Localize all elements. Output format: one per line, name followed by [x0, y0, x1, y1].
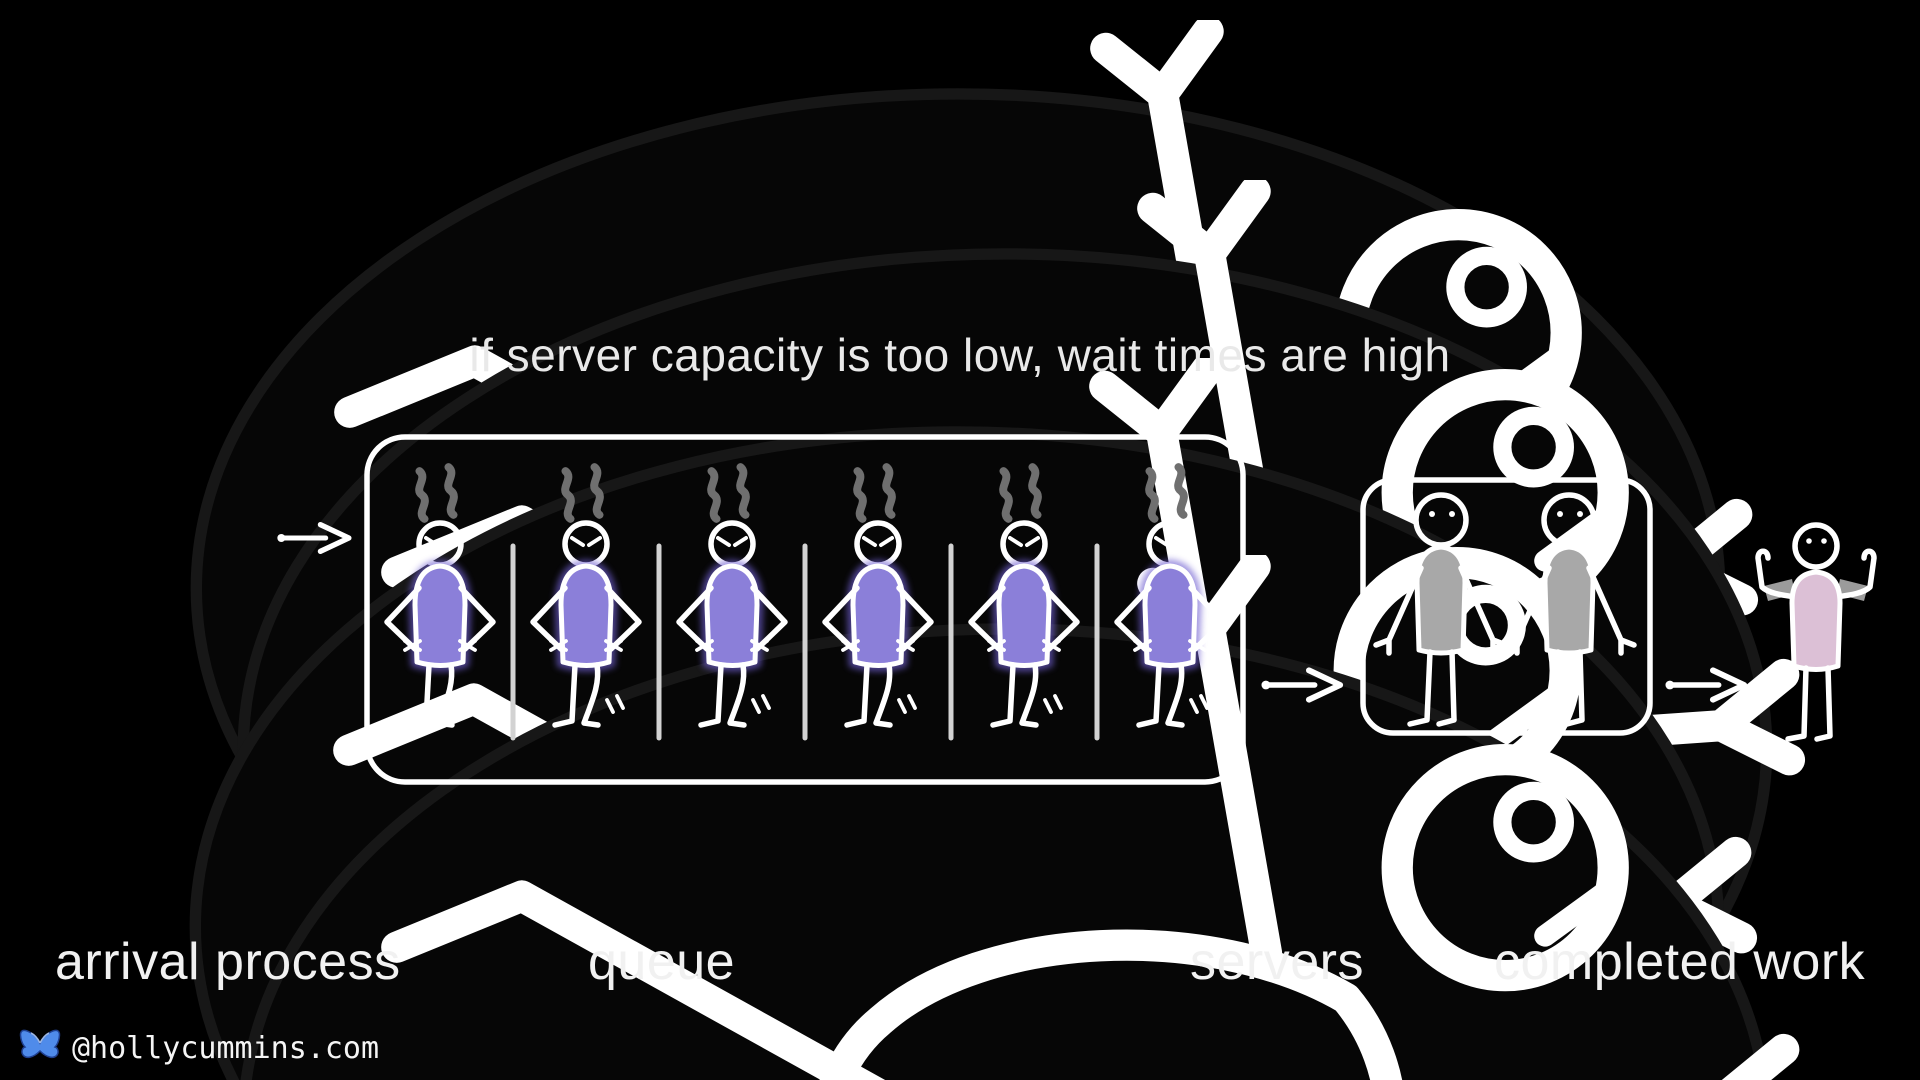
author-handle: @hollycummins.com [72, 1030, 380, 1066]
bluesky-butterfly-icon [19, 1029, 61, 1059]
queue-dividers [510, 543, 1100, 741]
completed-work-figure [1758, 525, 1874, 739]
label-completed-work: completed work [1494, 933, 1866, 991]
servers-group [1360, 477, 1653, 736]
label-arrival-process: arrival process [55, 933, 401, 991]
queue-group [364, 434, 1246, 785]
servers-box [1360, 477, 1653, 736]
label-queue: queue [588, 933, 736, 991]
queue-box [364, 434, 1246, 785]
footer: @hollycummins.com [18, 1028, 379, 1068]
label-servers: servers [1190, 933, 1364, 991]
caption: if server capacity is too low, wait time… [469, 329, 1451, 381]
